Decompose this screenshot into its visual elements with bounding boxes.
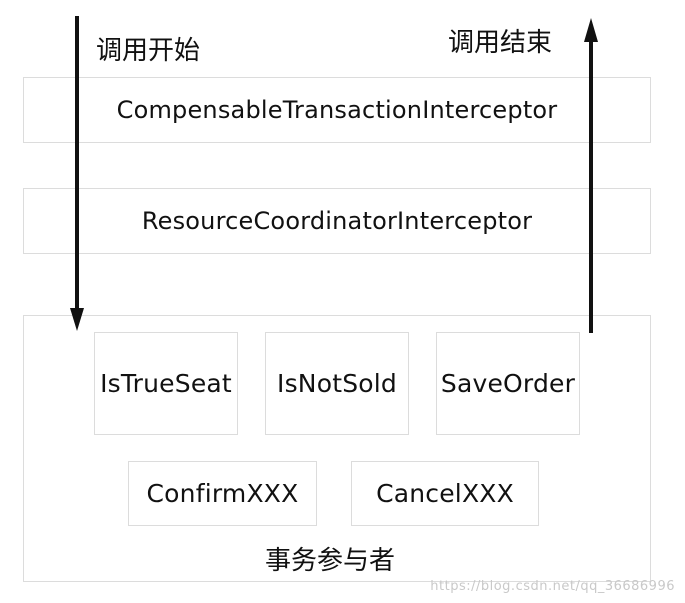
transaction-participants-title: 事务参与者 — [265, 546, 396, 576]
participant-confirm-xxx: ConfirmXXX — [128, 461, 317, 526]
call-end-label: 调用结束 — [448, 28, 553, 58]
watermark: https://blog.csdn.net/qq_36686996 — [430, 579, 675, 594]
call-start-arrow — [70, 16, 84, 331]
participant-confirm-xxx-label: ConfirmXXX — [146, 479, 299, 508]
participant-save-order-label: SaveOrder — [440, 369, 576, 398]
call-start-label: 调用开始 — [96, 36, 201, 66]
participant-is-true-seat-label: IsTrueSeat — [100, 369, 232, 398]
call-end-arrow — [584, 18, 598, 333]
participant-is-true-seat: IsTrueSeat — [94, 332, 238, 435]
participant-cancel-xxx-label: CancelXXX — [376, 479, 514, 508]
compensable-transaction-interceptor-box: CompensableTransactionInterceptor — [23, 77, 651, 143]
compensable-transaction-interceptor-label: CompensableTransactionInterceptor — [116, 96, 558, 124]
participant-is-not-sold: IsNotSold — [265, 332, 409, 435]
participant-is-not-sold-label: IsNotSold — [277, 369, 397, 398]
resource-coordinator-interceptor-label: ResourceCoordinatorInterceptor — [141, 207, 533, 235]
resource-coordinator-interceptor-box: ResourceCoordinatorInterceptor — [23, 188, 651, 254]
participant-cancel-xxx: CancelXXX — [351, 461, 539, 526]
participant-save-order: SaveOrder — [436, 332, 580, 435]
